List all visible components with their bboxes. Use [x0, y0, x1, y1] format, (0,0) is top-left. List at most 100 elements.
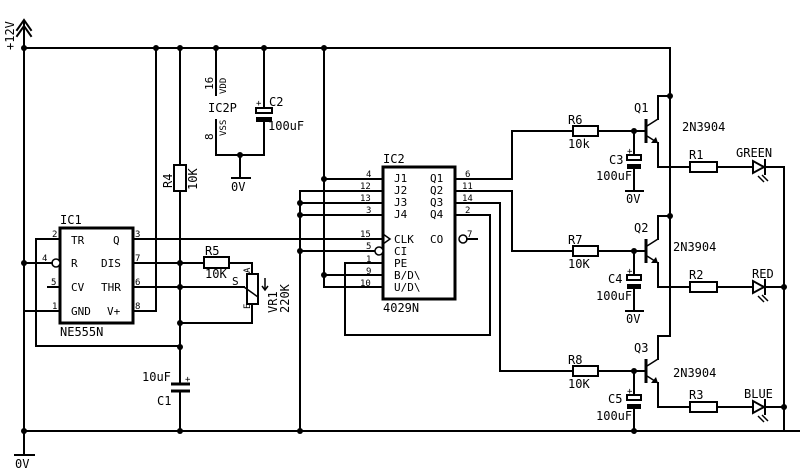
ic2-ref: IC2: [383, 152, 405, 166]
ic2-pin-num-15: 15: [360, 230, 371, 240]
ic2-pin-q1: Q1: [430, 172, 443, 185]
ic1-pin-tr: TR: [71, 234, 85, 247]
ic2p-vss-pin: 8: [203, 133, 216, 140]
c1-ref: C1: [157, 394, 171, 408]
ic2-pin-num-3: 3: [366, 206, 371, 216]
vr1-ref: VR1: [266, 291, 280, 313]
r8-value: 10K: [568, 377, 590, 391]
r3-ref: R3: [689, 388, 703, 402]
ic2-pin-num-1: 1: [366, 255, 371, 265]
ic2-pin-j1: J1: [394, 172, 407, 185]
c2-value: 100uF: [268, 119, 304, 133]
ic1-pin-num-3: 3: [135, 230, 140, 240]
r4-value: 10K: [186, 168, 200, 190]
ic1-part: NE555N: [60, 325, 103, 339]
ground-label: 0V: [15, 457, 29, 471]
ic2-pin-j4: J4: [394, 208, 408, 221]
capacitor-c2: + C2 100uF: [255, 47, 304, 156]
resistor-r5: R5 10K: [179, 244, 253, 281]
vr1-pin-a: A: [243, 267, 253, 273]
r6-value: 10k: [568, 137, 590, 151]
ic2-pin-q4: Q4: [430, 208, 444, 221]
ic2p-power: 16 VDD IC2P 8 VSS 0V: [203, 47, 265, 194]
ic2-pin-num-13: 13: [360, 194, 371, 204]
r5-ref: R5: [205, 244, 219, 258]
r1-ref: R1: [689, 148, 703, 162]
c3-value: 100uF: [596, 169, 632, 183]
ic2p-vdd-name: VDD: [219, 78, 229, 94]
vr1-value: 220K: [278, 283, 292, 313]
r7-ref: R7: [568, 233, 582, 247]
supply-rail: +12V: [3, 18, 671, 50]
c1-polarity: +: [185, 375, 191, 385]
ic2-pin-clk: CLK: [394, 233, 414, 246]
q1-ref: Q1: [634, 101, 648, 115]
c5-value: 100uF: [596, 409, 632, 423]
ic1-pin-num-7: 7: [135, 254, 140, 264]
q1-part: 2N3904: [682, 120, 725, 134]
led-red-label: RED: [752, 267, 774, 281]
capacitor-c1: + 10uF C1: [35, 345, 191, 434]
ic1-pin-num-4: 4: [42, 254, 47, 264]
ic2-pin-num-4: 4: [366, 170, 371, 180]
c4-polarity: +: [627, 267, 633, 277]
ic2-pin-num-2: 2: [465, 206, 470, 216]
ic2-pin-j2: J2: [394, 184, 407, 197]
c2-ref: C2: [269, 95, 283, 109]
ic2-pin-num-11: 11: [462, 182, 473, 192]
ic1-pin-dis: DIS: [101, 257, 121, 270]
ic2-pin-q2: Q2: [430, 184, 443, 197]
c2-polarity: +: [256, 99, 262, 109]
ic2-pin-num-12: 12: [360, 182, 371, 192]
led-blue-label: BLUE: [744, 387, 773, 401]
ground-rail: 0V: [14, 47, 800, 471]
ic1-pin-r: R: [71, 257, 78, 270]
supply-label: +12V: [3, 21, 17, 50]
c1-value: 10uF: [142, 370, 171, 384]
channel-blue: R8 10K + C5 100uF Q3 2N3904 R3 BLUE: [499, 47, 787, 434]
c3-ref: C3: [609, 153, 623, 167]
c4-value: 100uF: [596, 289, 632, 303]
ic2-4029: IC2 4029N J1 J2 J3 J4 CLK CI PE B/D\ U/D…: [297, 47, 513, 434]
q2-part: 2N3904: [673, 240, 716, 254]
ic2p-ref: IC2P: [208, 101, 237, 115]
ic1-pin-num-2: 2: [52, 230, 57, 240]
ic1-pin-num-1: 1: [52, 302, 57, 312]
c5-polarity: +: [627, 387, 633, 397]
ic1-pin-thr: THR: [101, 281, 121, 294]
ic1-pin-num-8: 8: [135, 302, 140, 312]
q2-ref: Q2: [634, 221, 648, 235]
resistor-r4: R4 10K: [161, 47, 200, 372]
ic2-pin-num-7: 7: [467, 230, 472, 240]
r7-value: 10K: [568, 257, 590, 271]
c3-polarity: +: [627, 147, 633, 157]
ic1-pin-gnd: GND: [71, 305, 91, 318]
ic1-pin-num-5: 5: [51, 278, 56, 288]
ic2-pin-pe: PE: [394, 257, 407, 270]
ic2-pin-num-5: 5: [366, 242, 371, 252]
ic2-pin-num-6: 6: [465, 170, 470, 180]
q3-part: 2N3904: [673, 366, 716, 380]
ic2-pin-num-14: 14: [462, 194, 473, 204]
r5-value: 10K: [205, 267, 227, 281]
r6-ref: R6: [568, 113, 582, 127]
ic2p-ground-label: 0V: [231, 180, 245, 194]
ic2-pin-num-10: 10: [360, 279, 371, 289]
led-green-label: GREEN: [736, 146, 772, 160]
ic1-pin-cv: CV: [71, 281, 85, 294]
r2-ref: R2: [689, 268, 703, 282]
ic2-pin-q3: Q3: [430, 196, 443, 209]
vr1-pin-e: E: [243, 304, 253, 309]
c4-ref: C4: [608, 272, 622, 286]
c4-ground-label: 0V: [626, 312, 640, 326]
vr1-pin-s: S: [232, 275, 239, 288]
c5-ref: C5: [608, 392, 622, 406]
ic2-pin-j3: J3: [394, 196, 407, 209]
ic2-pin-bd: B/D\: [394, 269, 421, 282]
channel-green: R6 10k + C3 100uF 0V Q1 2N3904 R1 GREEN: [511, 93, 785, 206]
ic2-pin-num-9: 9: [366, 267, 371, 277]
c3-ground-label: 0V: [626, 192, 640, 206]
ic1-pin-num-6: 6: [135, 278, 140, 288]
ic2p-vdd-pin: 16: [203, 77, 216, 90]
